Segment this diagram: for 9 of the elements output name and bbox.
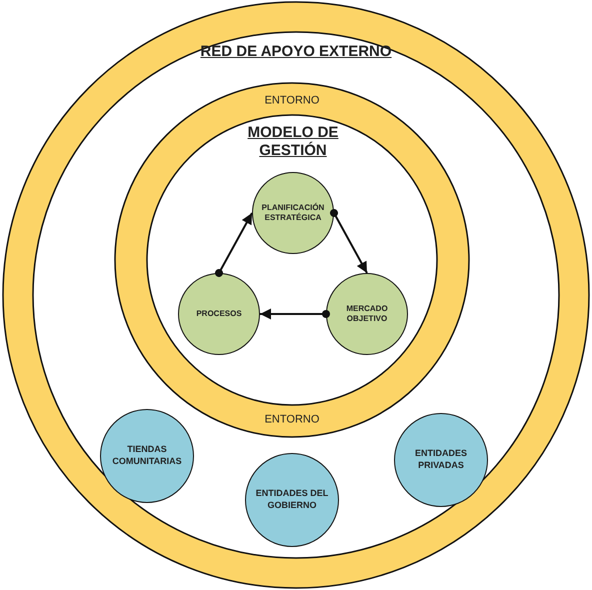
inner-circle bbox=[146, 114, 438, 406]
ring-band bbox=[114, 82, 470, 438]
arrow bbox=[260, 308, 330, 320]
circle-title: MODELO DE GESTIÓN bbox=[246, 124, 340, 160]
arrow bbox=[215, 212, 253, 277]
ring-label: ENTORNO bbox=[264, 413, 320, 427]
ring-label: ENTORNO bbox=[264, 94, 320, 108]
arrow bbox=[330, 209, 368, 274]
ring-title: RED DE APOYO EXTERNO bbox=[199, 43, 393, 61]
